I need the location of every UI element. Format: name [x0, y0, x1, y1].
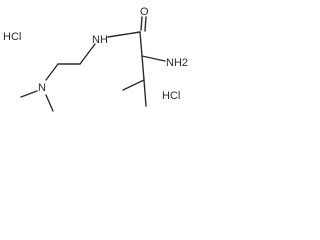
nh-ethylene-bond — [79, 43, 96, 65]
amine-nh2-label: NH2 — [166, 57, 188, 69]
chemical-structure: O NH NH2 N HCl HCl — [3, 6, 188, 112]
carbonyl-double-bond-1 — [140, 16, 143, 31]
hcl-left-label: HCl — [3, 31, 21, 43]
amide-bond — [107, 31, 141, 38]
isopropyl-methyl-down — [143, 79, 147, 107]
carbonyl-alpha-bond — [139, 31, 143, 57]
n-methyl-down — [45, 94, 54, 112]
bond-lines — [20, 16, 166, 112]
alpha-amine-bond — [141, 55, 166, 62]
carbonyl-oxygen-label: O — [140, 6, 149, 18]
n-methyl-left — [20, 90, 38, 98]
isopropyl-methyl-left — [122, 79, 145, 91]
carbonyl-double-bond-2 — [144, 16, 147, 32]
alpha-isopropyl-bond — [141, 55, 145, 81]
hcl-right-label: HCl — [162, 90, 180, 102]
ethylene-n-bond — [45, 63, 59, 81]
dimethyl-nitrogen-label: N — [38, 82, 46, 94]
amide-nh-label: NH — [92, 34, 108, 46]
